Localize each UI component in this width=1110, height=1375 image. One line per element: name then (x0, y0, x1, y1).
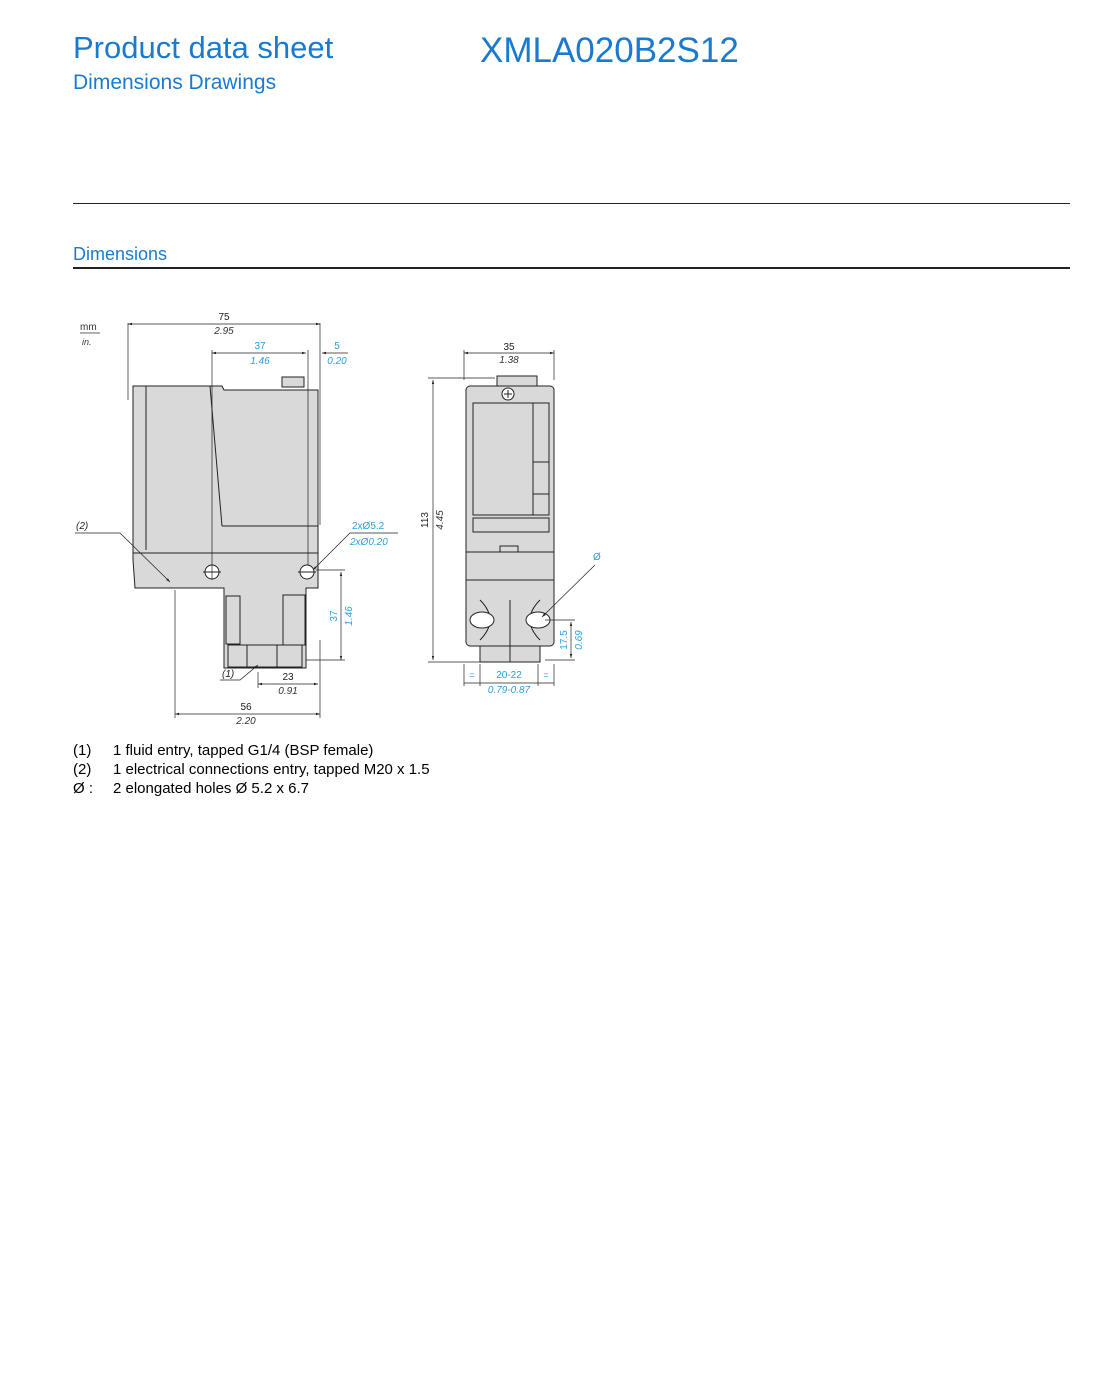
note-item: (1) 1 fluid entry, tapped G1/4 (BSP fema… (73, 741, 430, 760)
section-divider (73, 267, 1070, 269)
svg-text:37: 37 (329, 610, 340, 622)
svg-text:=: = (469, 670, 474, 680)
svg-text:0.69: 0.69 (574, 630, 585, 650)
drawing-notes: (1) 1 fluid entry, tapped G1/4 (BSP fema… (73, 741, 430, 798)
note-key: (1) (73, 742, 92, 759)
section-title: Dimensions (73, 244, 168, 264)
svg-text:0.91: 0.91 (278, 686, 297, 697)
svg-text:1.46: 1.46 (250, 356, 270, 367)
note-item: (2) 1 electrical connections entry, tapp… (73, 760, 430, 779)
front-view-labels: 35 1.38 113 4.45 Ø 17.5 0.69 20-22 0.79-… (420, 342, 601, 696)
svg-text:in.: in. (82, 337, 92, 347)
units-label: mm in. (80, 322, 100, 347)
note-item: Ø : 2 elongated holes Ø 5.2 x 6.7 (73, 779, 430, 798)
svg-text:2.95: 2.95 (213, 326, 234, 337)
svg-text:(2): (2) (76, 521, 88, 532)
note-key: (2) (73, 761, 92, 778)
note-text: 1 fluid entry, tapped G1/4 (BSP female) (113, 742, 374, 759)
svg-text:5: 5 (334, 341, 340, 352)
header-divider (73, 203, 1070, 204)
front-view (465, 375, 555, 663)
svg-text:mm: mm (80, 322, 97, 333)
side-view-labels: 75 2.95 37 1.46 5 0.20 2xØ5.2 2xØ0.20 (2… (76, 312, 388, 727)
svg-text:1.46: 1.46 (344, 606, 355, 626)
svg-text:23: 23 (282, 672, 294, 683)
note-key: Ø : (73, 780, 94, 797)
note-text: 2 elongated holes Ø 5.2 x 6.7 (113, 780, 309, 797)
page-subtitle: Dimensions Drawings (73, 71, 277, 94)
svg-text:75: 75 (218, 312, 230, 323)
side-view-dimensions (75, 322, 398, 718)
svg-text:35: 35 (503, 342, 515, 353)
front-view-dimensions (428, 350, 596, 686)
svg-text:(1): (1) (222, 669, 234, 680)
svg-text:2xØ5.2: 2xØ5.2 (352, 521, 385, 532)
svg-text:=: = (543, 670, 548, 680)
svg-text:20-22: 20-22 (496, 670, 522, 681)
svg-text:2.20: 2.20 (235, 716, 256, 727)
side-view (132, 376, 319, 669)
product-code: XMLA020B2S12 (480, 31, 739, 70)
svg-text:56: 56 (240, 702, 252, 713)
svg-text:37: 37 (254, 341, 266, 352)
svg-text:2xØ0.20: 2xØ0.20 (349, 537, 388, 548)
svg-text:17.5: 17.5 (559, 630, 570, 650)
note-text: 1 electrical connections entry, tapped M… (113, 761, 430, 778)
svg-text:Ø: Ø (593, 552, 601, 563)
page-title: Product data sheet (73, 30, 334, 65)
svg-text:1.38: 1.38 (499, 355, 519, 366)
svg-text:4.45: 4.45 (435, 510, 446, 530)
svg-text:0.20: 0.20 (327, 356, 347, 367)
dimension-drawing: mm in. (75, 312, 601, 727)
svg-text:113: 113 (420, 512, 431, 528)
svg-text:0.79-0.87: 0.79-0.87 (488, 685, 531, 696)
